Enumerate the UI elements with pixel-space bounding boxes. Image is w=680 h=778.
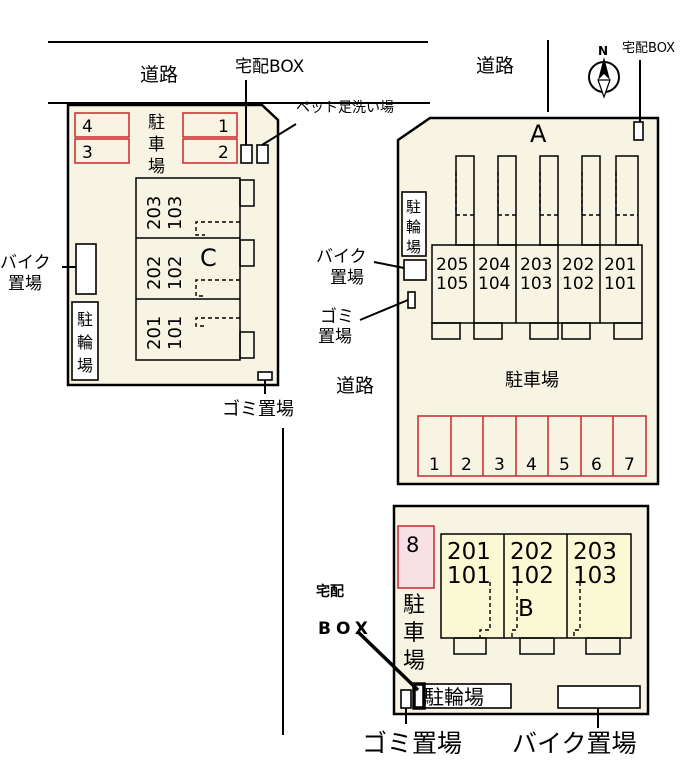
parking-space-a-7: 7 (624, 455, 635, 475)
building-a-bike-label: バイク 置場 (316, 247, 372, 288)
parking-space-c-4 (74, 112, 130, 138)
building-b-delivery-label-line2: BOX (318, 619, 373, 639)
building-b-bicycle-label: 駐輪場 (424, 685, 484, 709)
road-label-middle: 道路 (336, 375, 374, 397)
parking-space-c-1 (182, 112, 238, 138)
unit-a-201: 201 (604, 255, 636, 275)
unit-a-105: 105 (436, 274, 468, 294)
unit-a-104: 104 (478, 274, 510, 294)
parking-space-a-1: 1 (429, 455, 440, 475)
parking-space-c-4-label: 4 (82, 117, 93, 137)
building-a-delivery-box-label: 宅配BOX (622, 41, 675, 56)
road-label-top-right: 道路 (476, 55, 514, 77)
building-c-bicycle-label: 駐 輪 場 (77, 310, 98, 375)
building-c-units: 203 103 202 102 201 101 (144, 196, 186, 350)
unit-a-101: 101 (604, 274, 636, 294)
parking-space-c-2 (182, 138, 238, 164)
unit-c-102: 102 (165, 256, 186, 290)
building-c-label: C (200, 244, 217, 272)
building-c-bike-label: バイク 置場 (0, 253, 56, 294)
delivery-box-b-leader (356, 630, 420, 692)
parking-space-a-3: 3 (494, 455, 505, 475)
unit-b-202: 202 (510, 539, 554, 565)
parking-space-c-3-label: 3 (82, 143, 93, 163)
unit-c-203: 203 (144, 196, 165, 230)
building-c (135, 177, 241, 361)
unit-c-202: 202 (144, 256, 165, 290)
parking-space-b-8 (397, 525, 435, 589)
unit-a-202: 202 (562, 255, 594, 275)
building-c-bike-area (75, 243, 97, 295)
unit-b-103: 103 (573, 563, 617, 589)
unit-a-203: 203 (520, 255, 552, 275)
building-a-bicycle-label: 駐 輪 場 (406, 198, 426, 256)
building-b (440, 533, 632, 655)
building-b-delivery-label-line1: 宅配 (316, 583, 344, 600)
unit-c-101: 101 (165, 316, 186, 350)
compass-icon: N (588, 44, 620, 99)
building-c-lot (66, 103, 280, 387)
pet-wash-leader (261, 123, 297, 146)
parking-space-c-3 (74, 138, 130, 164)
compass-north-label: N (598, 44, 608, 58)
building-c-delivery-box-label: 宅配BOX (235, 57, 305, 77)
building-b-parking-label: 駐 車 場 (403, 593, 432, 674)
building-a (431, 155, 643, 340)
building-a-label: A (530, 120, 547, 148)
building-b-bike-area (557, 685, 641, 709)
unit-b-102: 102 (510, 563, 554, 589)
building-b-bike-label: バイク置場 (512, 729, 637, 758)
building-a-bike-area (403, 259, 427, 281)
pet-wash-label: ペット足洗い場 (296, 100, 394, 116)
building-a-units: 205 105 204 104 203 103 202 102 201 101 (436, 255, 636, 294)
building-c-delivery-box (240, 144, 253, 164)
building-b-garbage-label: ゴミ置場 (362, 729, 462, 758)
unit-b-101: 101 (447, 563, 491, 589)
building-b-label: B (518, 596, 534, 622)
building-a-lot (396, 116, 660, 486)
building-c-garbage-area (257, 371, 273, 381)
unit-c-103: 103 (165, 196, 186, 230)
parking-space-a-6: 6 (591, 455, 602, 475)
parking-space-a-5: 5 (559, 455, 570, 475)
parking-space-a-4: 4 (526, 455, 537, 475)
building-a-parking-spaces: 1 2 3 4 5 6 7 (417, 415, 647, 477)
unit-c-201: 201 (144, 316, 165, 350)
unit-a-204: 204 (478, 255, 510, 275)
building-a-bicycle-parking (401, 191, 427, 257)
building-a-garbage-area (407, 291, 416, 309)
unit-a-103: 103 (520, 274, 552, 294)
building-c-pet-wash (256, 144, 269, 164)
unit-b-201: 201 (447, 539, 491, 565)
building-a-parking-label: 駐車場 (505, 370, 559, 391)
parking-space-c-1-label: 1 (218, 117, 229, 137)
building-c-bicycle-parking (71, 301, 99, 381)
road-label-top-left: 道路 (140, 64, 178, 86)
parking-space-b-8-label: 8 (406, 533, 419, 557)
unit-b-203: 203 (573, 539, 617, 565)
unit-a-102: 102 (562, 274, 594, 294)
parking-space-a-2: 2 (461, 455, 472, 475)
building-c-garbage-label: ゴミ置場 (222, 399, 294, 420)
building-a-delivery-box (633, 121, 644, 141)
building-b-bicycle-parking (420, 683, 512, 709)
building-b-units: 201 101 202 102 203 103 (447, 539, 617, 589)
building-c-parking-label: 駐 車 場 (148, 113, 170, 177)
unit-a-205: 205 (436, 255, 468, 275)
building-b-garbage-area (400, 689, 412, 709)
parking-space-c-2-label: 2 (218, 143, 229, 163)
building-b-delivery-box (412, 682, 426, 710)
building-a-garbage-label: ゴミ 置場 (318, 306, 359, 347)
